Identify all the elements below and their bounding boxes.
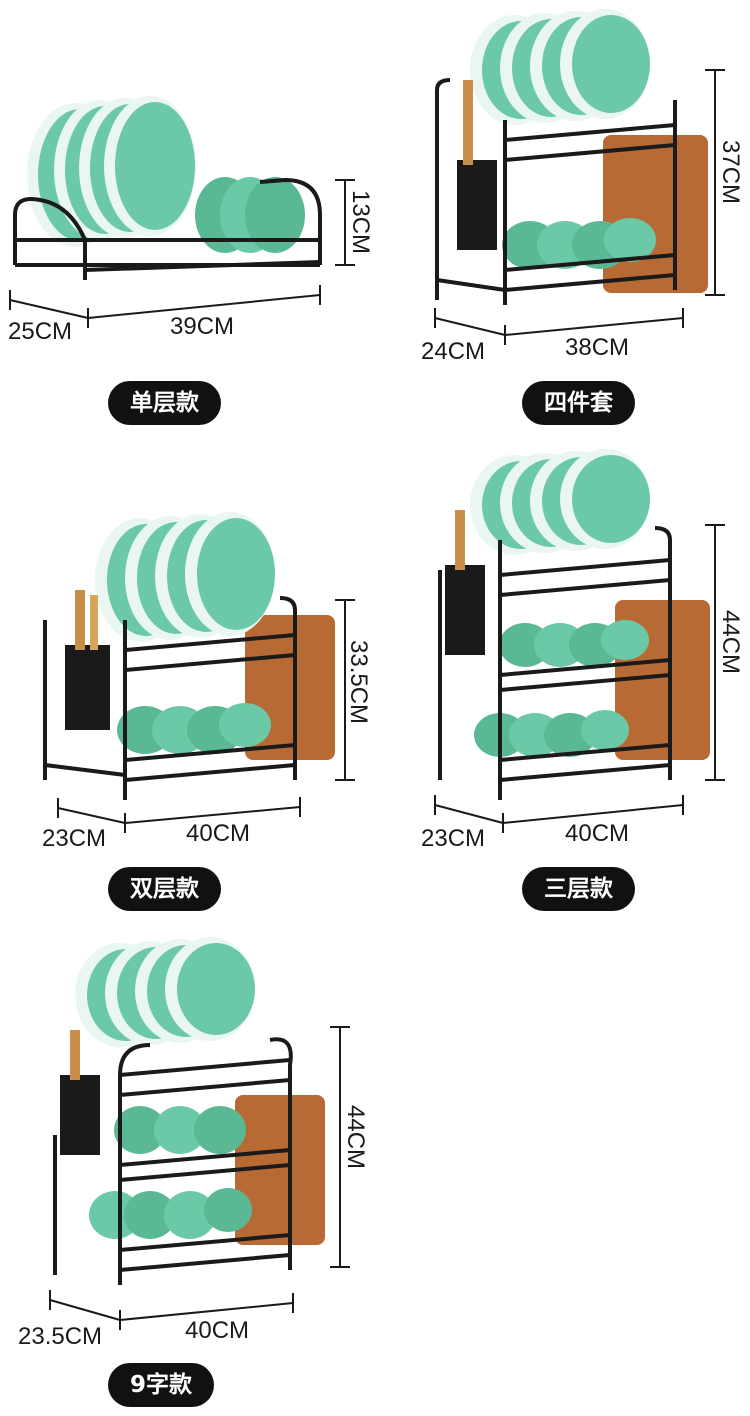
utensil-holder-icon bbox=[65, 645, 110, 730]
product-four-piece-set: 24CM 38CM 37CM 四件套 bbox=[375, 0, 750, 440]
width-dimension: 40CM bbox=[565, 820, 630, 847]
utensil-holder-icon bbox=[60, 1075, 100, 1155]
rack-frame bbox=[435, 78, 677, 305]
bowl-icon bbox=[195, 177, 305, 253]
nine-shape-rack-illustration bbox=[49, 937, 350, 1330]
utensil-holder-icon bbox=[445, 565, 485, 655]
height-dimension: 13CM bbox=[347, 190, 374, 255]
dimension-lines bbox=[434, 69, 725, 345]
depth-dimension: 24CM bbox=[421, 338, 486, 365]
variant-label-single[interactable]: 单层款 bbox=[108, 381, 221, 425]
dimension-lines bbox=[434, 524, 725, 833]
product-single-tier: 25CM 39CM 13CM 单层款 bbox=[0, 0, 375, 440]
height-dimension: 44CM bbox=[717, 610, 744, 675]
bowl-icon bbox=[502, 218, 656, 269]
width-dimension: 38CM bbox=[565, 334, 630, 361]
plate-icon bbox=[470, 9, 650, 125]
rack-frame bbox=[53, 1037, 293, 1285]
height-dimension: 44CM bbox=[342, 1105, 369, 1170]
rack-frame bbox=[13, 177, 322, 280]
plate-icon bbox=[27, 96, 196, 247]
single-tier-rack-illustration bbox=[9, 96, 355, 328]
triple-tier-rack-illustration bbox=[434, 449, 725, 833]
depth-dimension: 25CM bbox=[8, 318, 73, 345]
bowl-icon bbox=[474, 620, 649, 757]
product-double-tier: 23CM 40CM 33.5CM 双层款 bbox=[0, 450, 375, 920]
depth-dimension: 23CM bbox=[421, 825, 486, 852]
variant-label-nine-shape[interactable]: 9字款 bbox=[108, 1363, 215, 1407]
width-dimension: 39CM bbox=[170, 313, 235, 340]
utensil-holder-icon bbox=[457, 160, 497, 250]
four-piece-rack-illustration bbox=[434, 9, 725, 345]
depth-dimension: 23.5CM bbox=[18, 1323, 103, 1350]
cutting-board-icon bbox=[235, 1095, 325, 1245]
bowl-icon bbox=[89, 1106, 252, 1239]
height-dimension: 37CM bbox=[717, 140, 744, 205]
width-dimension: 40CM bbox=[186, 820, 251, 847]
dimension-lines bbox=[49, 1026, 350, 1330]
rack-frame bbox=[43, 596, 297, 800]
bowl-icon bbox=[117, 703, 271, 754]
dimension-lines bbox=[9, 179, 355, 328]
product-triple-tier: 23CM 40CM 44CM 三层款 bbox=[375, 449, 750, 920]
width-dimension: 40CM bbox=[185, 1317, 250, 1344]
plate-icon bbox=[95, 512, 275, 642]
cutting-board-icon bbox=[603, 135, 708, 293]
depth-dimension: 23CM bbox=[42, 825, 107, 852]
height-dimension: 33.5CM bbox=[345, 640, 372, 725]
double-tier-rack-illustration bbox=[43, 512, 355, 833]
product-nine-shape: 23.5CM 40CM 44CM 9字款 bbox=[0, 935, 375, 1416]
plate-icon bbox=[75, 937, 255, 1047]
variant-label-triple[interactable]: 三层款 bbox=[522, 867, 635, 911]
plate-icon bbox=[470, 449, 650, 555]
dimension-lines bbox=[57, 599, 355, 833]
rack-frame bbox=[438, 526, 672, 800]
variant-label-four-piece[interactable]: 四件套 bbox=[522, 381, 635, 425]
variant-label-double[interactable]: 双层款 bbox=[108, 867, 221, 911]
